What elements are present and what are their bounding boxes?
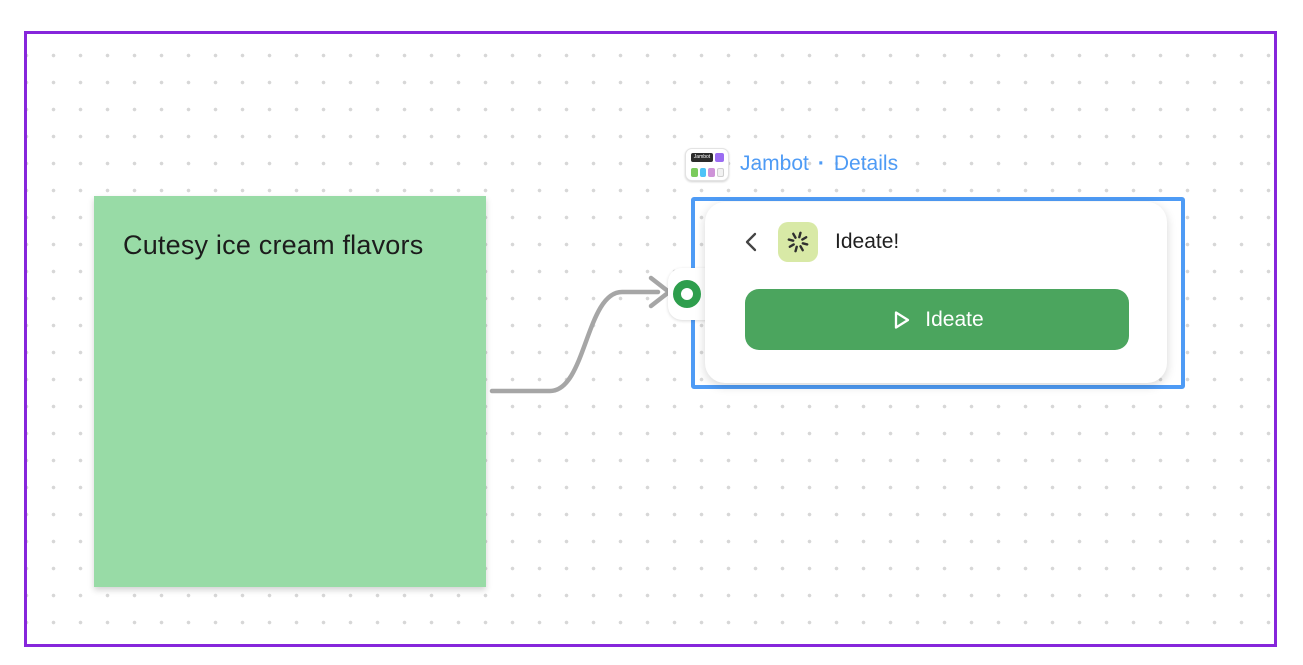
widget-label: Jambot Jambot · Details xyxy=(685,146,898,182)
connector-endpoint-handle[interactable] xyxy=(673,280,701,308)
widget-title: Ideate! xyxy=(835,230,900,253)
logo-tile-icon xyxy=(715,152,724,162)
widget-header: Ideate! xyxy=(741,222,899,262)
widget-name-link[interactable]: Jambot xyxy=(740,152,809,175)
sticky-note[interactable]: Cutesy ice cream flavors xyxy=(94,196,486,587)
label-separator: · xyxy=(817,152,825,175)
logo-tile-icon xyxy=(699,167,707,177)
burst-icon xyxy=(778,222,818,262)
jambot-widget-card[interactable]: Ideate! Ideate xyxy=(705,202,1167,383)
jambot-logo-icon: Jambot xyxy=(685,147,729,181)
chevron-left-icon xyxy=(745,232,757,252)
run-button-label: Ideate xyxy=(925,307,984,331)
jambot-logo-wordmark: Jambot xyxy=(691,152,713,162)
logo-tile-icon xyxy=(708,167,715,177)
play-icon xyxy=(895,310,910,329)
logo-tile-icon xyxy=(716,167,725,177)
sticky-note-text: Cutesy ice cream flavors xyxy=(123,230,424,260)
ideate-run-button[interactable]: Ideate xyxy=(745,289,1129,350)
details-link[interactable]: Details xyxy=(833,152,899,175)
logo-tile-icon xyxy=(691,167,698,177)
back-button[interactable] xyxy=(741,230,761,254)
canvas-frame[interactable]: Cutesy ice cream flavors Jambot Jambot · xyxy=(24,31,1277,647)
